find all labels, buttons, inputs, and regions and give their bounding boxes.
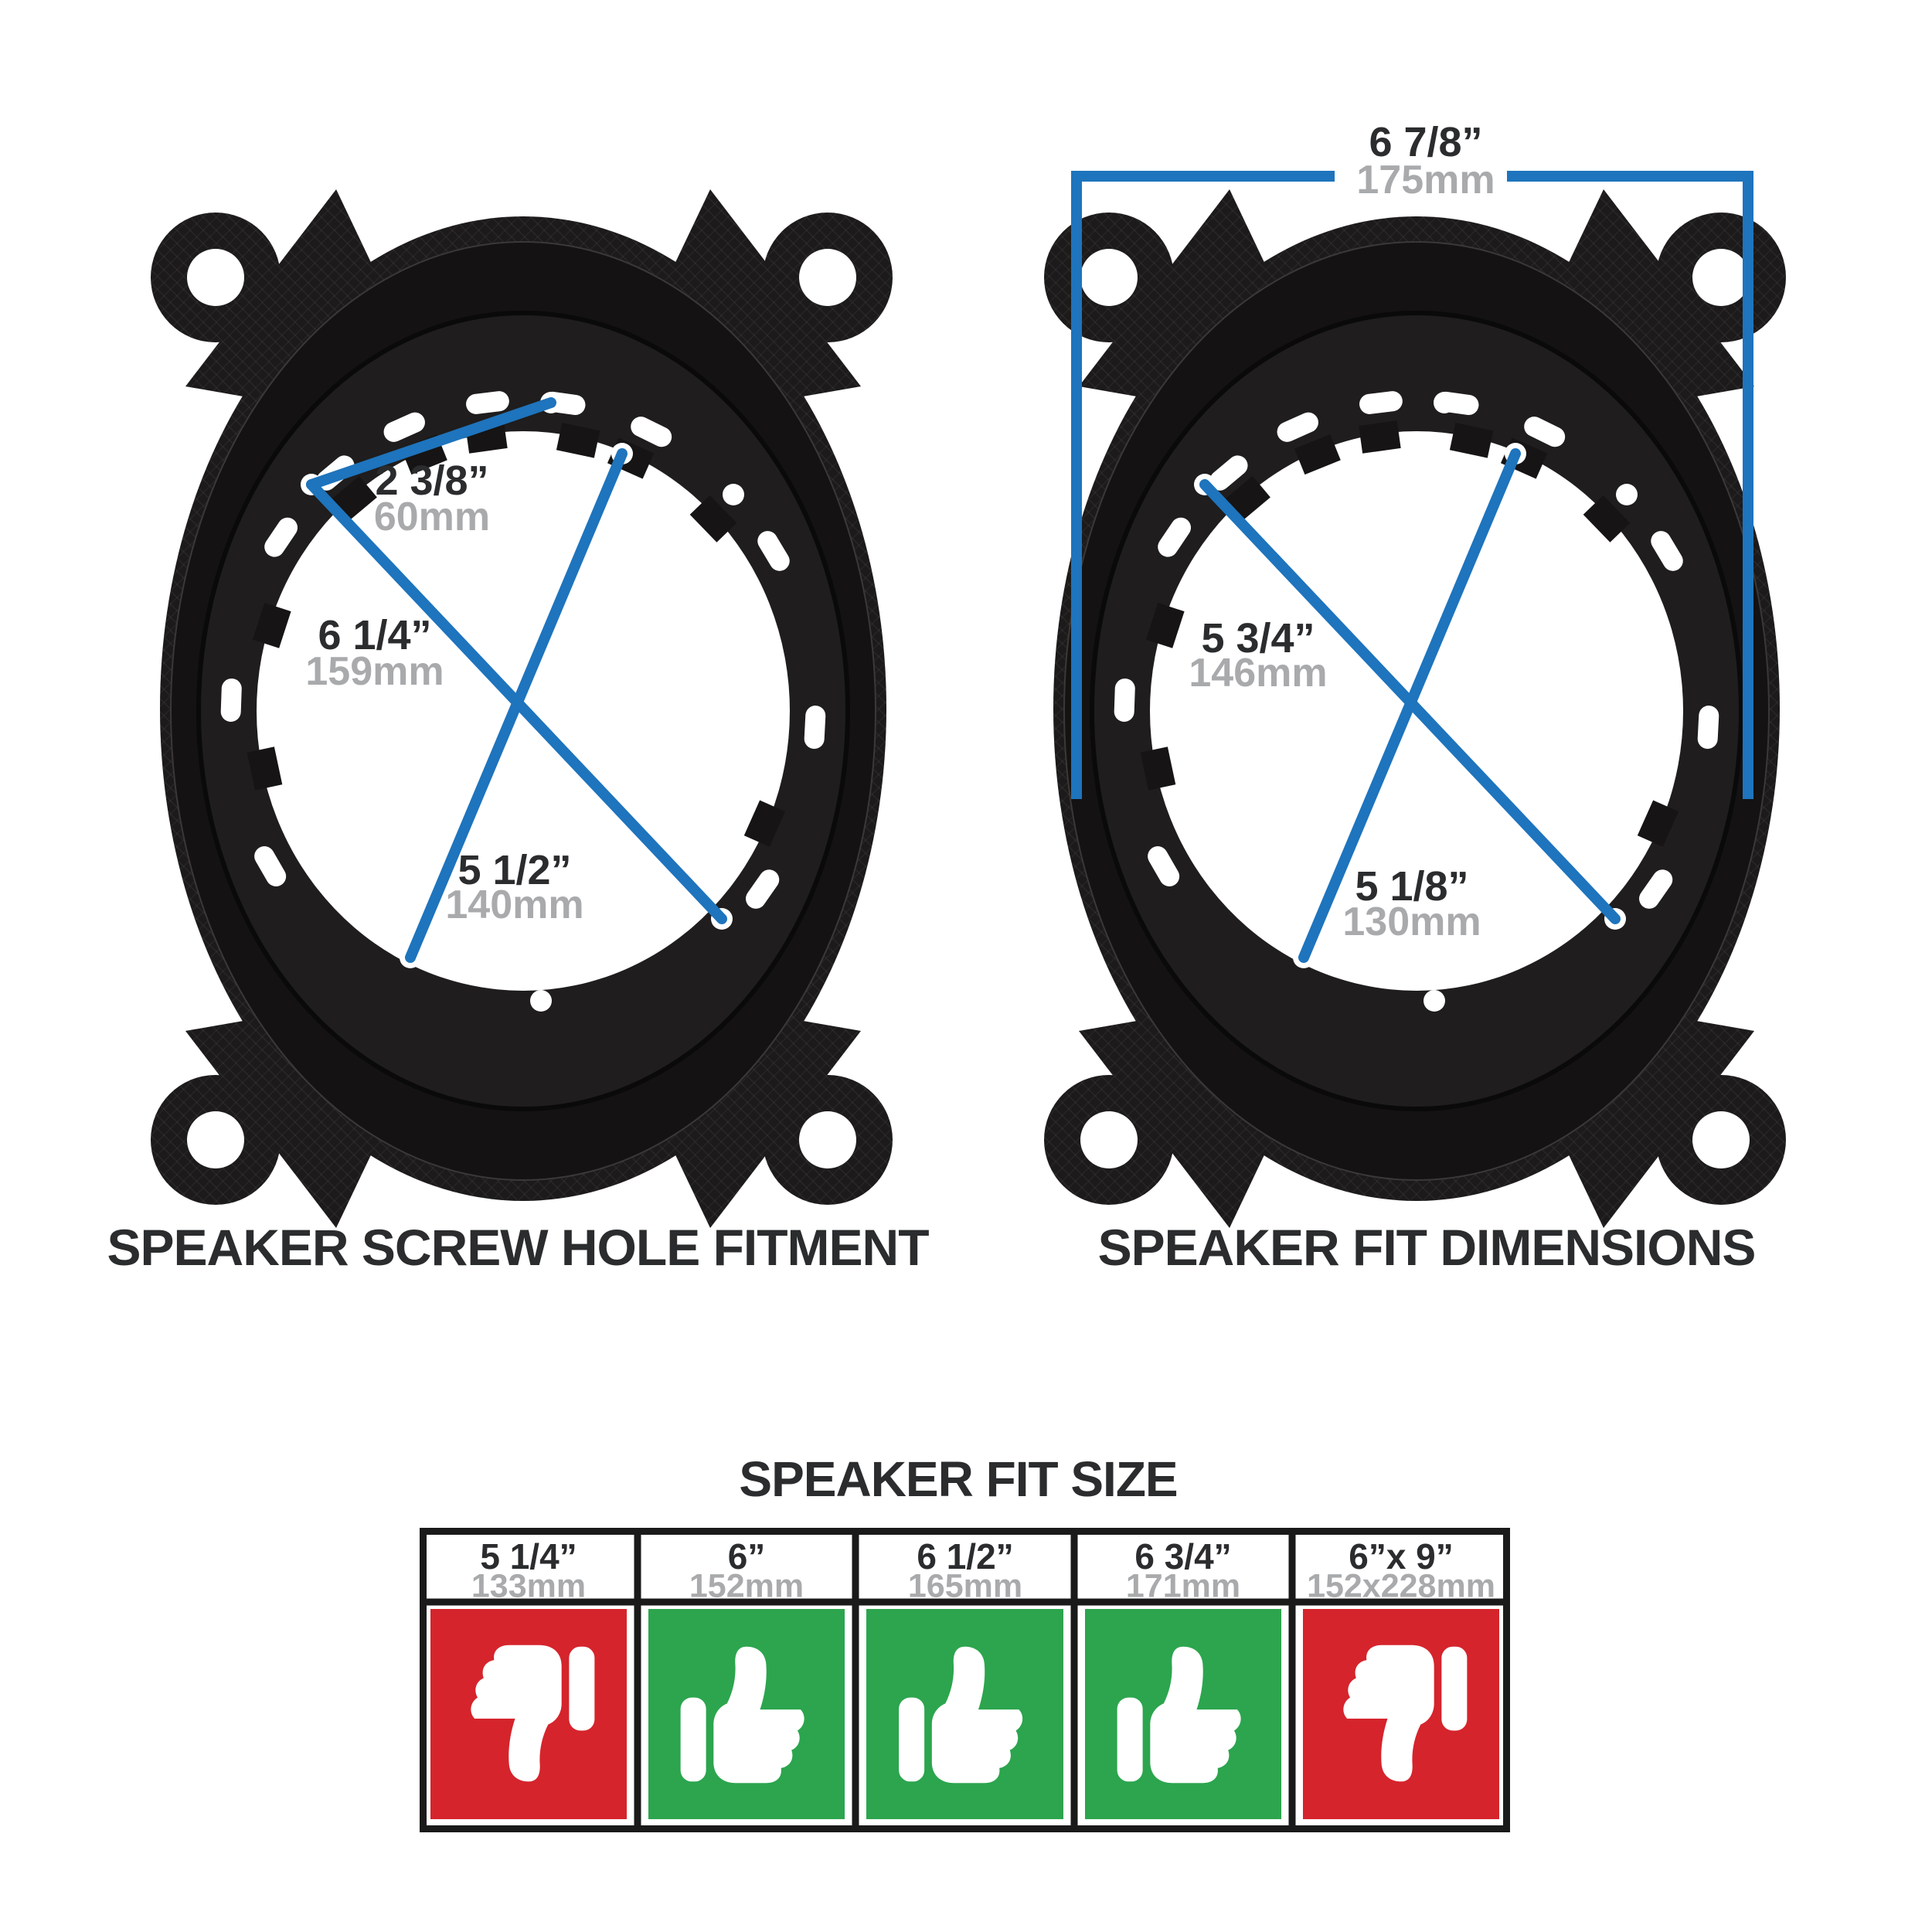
thumbs-up-icon xyxy=(680,1646,804,1784)
label-screw-diag-short-mm: 140mm xyxy=(445,883,584,927)
opening-notch xyxy=(1294,434,1341,475)
label-fit-diag-short-in: 5 1/8” xyxy=(1355,863,1469,910)
col-mm-4: 171mm xyxy=(1125,1567,1241,1605)
dimension-line-130mm xyxy=(1298,448,1521,963)
mounting-slot xyxy=(220,678,242,722)
col-mm-3: 165mm xyxy=(907,1567,1023,1605)
col-mm-5: 152x228mm xyxy=(1307,1567,1495,1605)
mounting-slot xyxy=(383,412,425,442)
opening-notch xyxy=(1637,800,1679,847)
corner-screw-hole xyxy=(1692,249,1750,306)
thumbs-down-icon xyxy=(471,1645,595,1782)
label-overall-width-mm: 175mm xyxy=(1356,158,1495,202)
mounting-slot xyxy=(631,417,672,447)
measurement-lines xyxy=(306,397,1621,963)
label-fit-diag-long-mm: 146mm xyxy=(1189,651,1328,696)
mounting-slot xyxy=(1524,417,1566,447)
mounting-slot xyxy=(1277,412,1318,442)
mounting-slot xyxy=(1209,455,1248,491)
mounting-slot xyxy=(1359,391,1403,414)
label-screw-diag-long-mm: 159mm xyxy=(305,649,444,694)
fit-cell-yes xyxy=(866,1609,1063,1819)
mounting-slot xyxy=(757,531,790,571)
label-screw-spacing-mm: 60mm xyxy=(373,495,491,539)
fit-cell-yes xyxy=(648,1609,845,1819)
corner-screw-hole xyxy=(1080,1111,1138,1168)
opening-notch xyxy=(247,747,283,791)
mounting-slot xyxy=(264,517,298,557)
corner-screw-hole xyxy=(187,249,244,306)
col-size-4: 6 3/4” xyxy=(1134,1536,1232,1577)
mounting-slot xyxy=(1697,706,1719,750)
mounting-slot xyxy=(1114,678,1135,722)
col-size-3: 6 1/2” xyxy=(917,1536,1014,1577)
label-screw-diag-long-in: 6 1/4” xyxy=(318,612,432,658)
opening-notch xyxy=(689,495,737,543)
col-size-5: 6”x 9” xyxy=(1349,1536,1454,1577)
opening-notch xyxy=(1449,423,1494,458)
screw-hole xyxy=(723,484,744,505)
opening-notch xyxy=(1359,420,1401,454)
fit-cell-no xyxy=(430,1609,627,1819)
opening-notch xyxy=(1583,495,1631,543)
mounting-slot xyxy=(1148,846,1180,886)
label-screw-diag-short-in: 5 1/2” xyxy=(457,847,572,893)
overall-width-dimension xyxy=(1071,171,1753,799)
caption-fit-dimensions: SPEAKER FIT DIMENSIONS xyxy=(1097,1219,1757,1276)
fit-table-grid xyxy=(420,1528,1510,1832)
thumbs-down-icon xyxy=(1343,1645,1468,1782)
screw-hole xyxy=(1616,484,1638,505)
fit-cell-no xyxy=(1303,1609,1499,1819)
dimension-line-60mm xyxy=(306,397,556,490)
mounting-slot xyxy=(466,391,509,414)
opening-notch xyxy=(1145,603,1185,648)
label-overall-width-in: 6 7/8” xyxy=(1369,119,1483,165)
col-mm-2: 152mm xyxy=(689,1567,804,1605)
fit-table-title: SPEAKER FIT SIZE xyxy=(739,1451,1178,1507)
mounting-slot xyxy=(1639,869,1673,909)
opening-notch xyxy=(252,603,291,648)
screw-hole xyxy=(530,990,552,1012)
screw-hole xyxy=(1434,392,1455,413)
thumbs-up-icon xyxy=(899,1646,1023,1784)
label-screw-spacing-in: 2 3/8” xyxy=(375,457,489,504)
dimension-line-140mm xyxy=(405,448,628,963)
opening-notch xyxy=(556,423,600,458)
mounting-slot xyxy=(1158,517,1192,557)
mounting-slot xyxy=(254,846,287,886)
mounting-slot xyxy=(804,706,826,750)
fit-cell-yes xyxy=(1085,1609,1281,1819)
col-mm-1: 133mm xyxy=(471,1567,587,1605)
opening-notch xyxy=(1140,747,1176,791)
label-fit-diag-short-mm: 130mm xyxy=(1342,900,1481,944)
thumbs-up-icon xyxy=(1117,1646,1241,1784)
screw-hole xyxy=(1423,990,1445,1012)
caption-screw-hole-fitment: SPEAKER SCREW HOLE FITMENT xyxy=(107,1219,929,1276)
mounting-slot xyxy=(1651,531,1683,571)
corner-screw-hole xyxy=(799,1111,856,1168)
corner-screw-hole xyxy=(1692,1111,1750,1168)
corner-screw-hole xyxy=(799,249,856,306)
label-fit-diag-long-in: 5 3/4” xyxy=(1201,615,1315,662)
corner-screw-hole xyxy=(1080,249,1138,306)
corner-screw-hole xyxy=(187,1111,244,1168)
col-size-2: 6” xyxy=(727,1536,766,1577)
mounting-slot xyxy=(746,869,780,909)
opening-notch xyxy=(743,800,786,847)
col-size-1: 5 1/4” xyxy=(480,1536,577,1577)
